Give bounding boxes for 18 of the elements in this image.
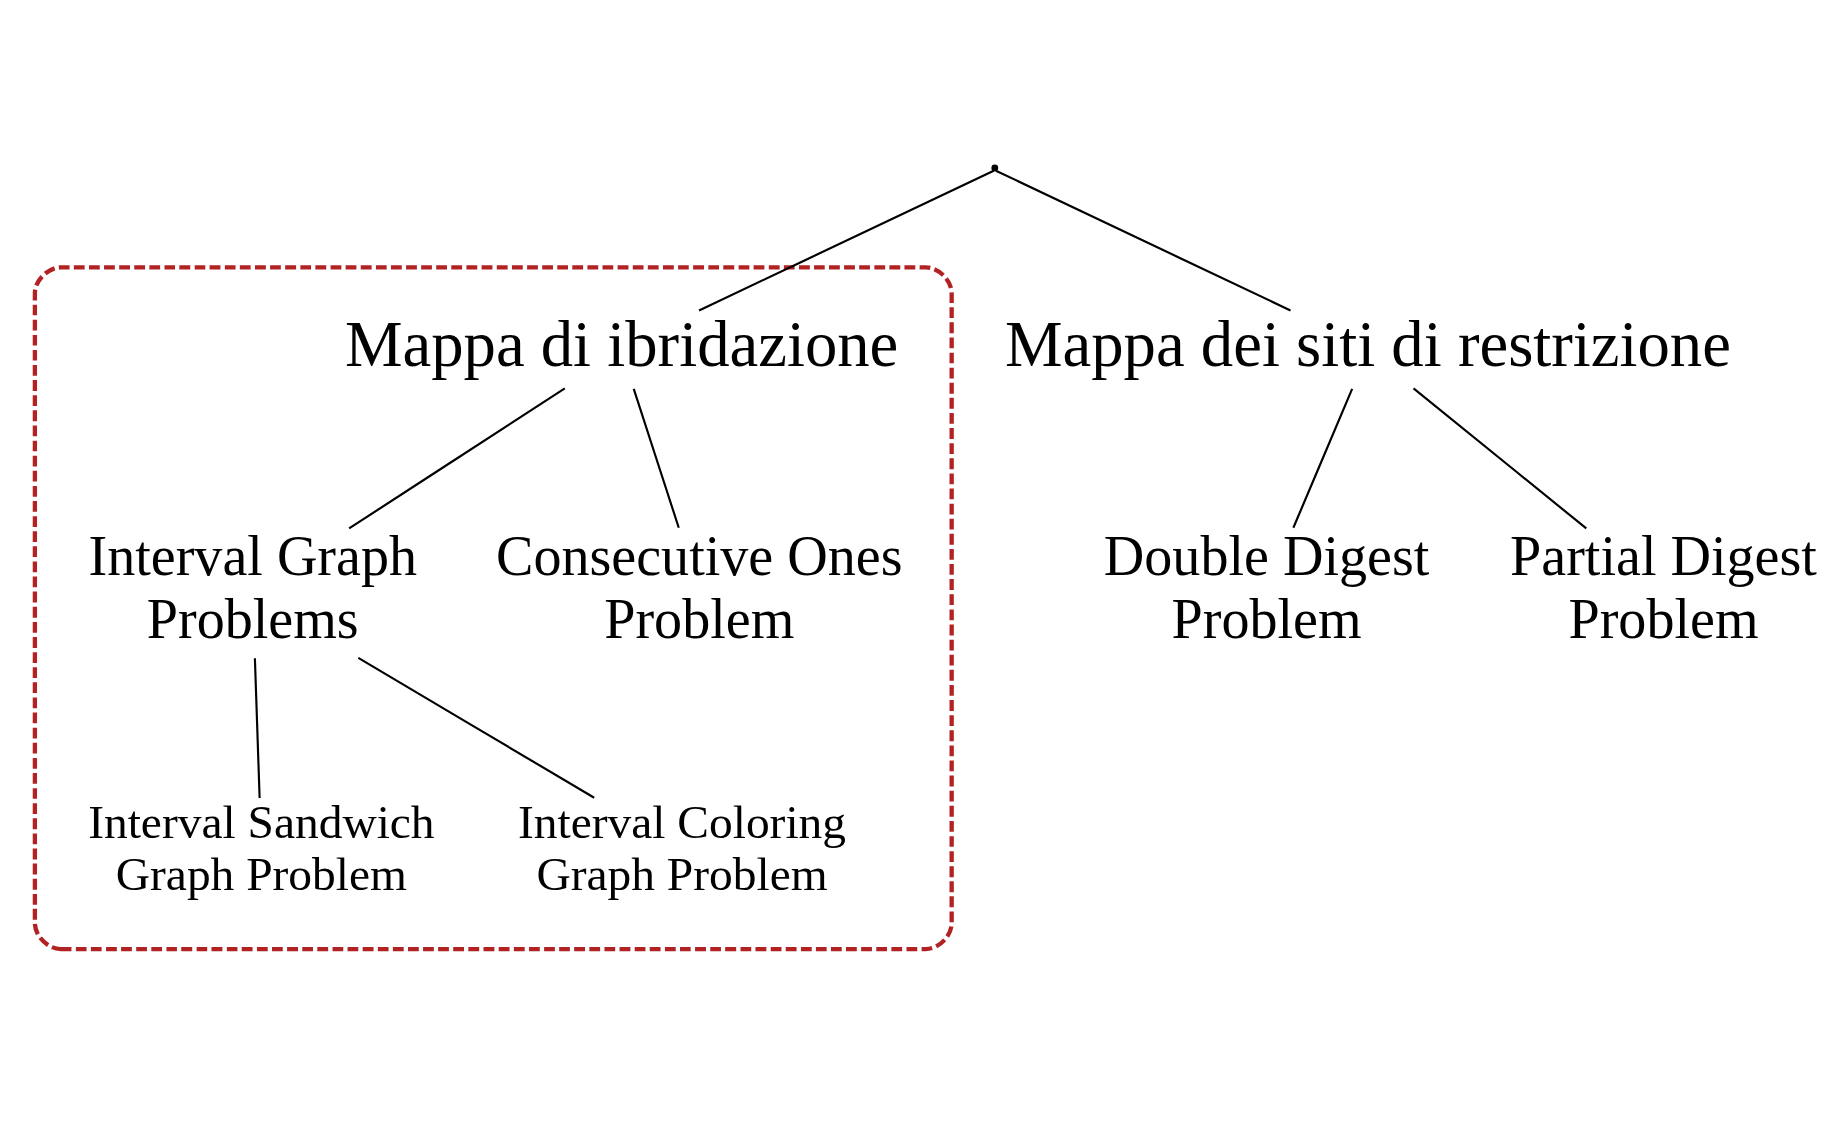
connector bbox=[357, 656, 595, 799]
connector bbox=[632, 388, 680, 528]
node-text: Double Digest Problem bbox=[1103, 524, 1429, 650]
node-text: Interval Sandwich Graph Problem bbox=[87, 795, 435, 900]
node-text: Interval Graph Problems bbox=[87, 524, 417, 650]
connector bbox=[698, 169, 994, 311]
node-text: Interval Coloring Graph Problem bbox=[517, 795, 846, 900]
connector bbox=[994, 169, 1291, 311]
node-text: Mappa dei siti di restrizione bbox=[1004, 307, 1731, 380]
node-text: Consecutive Ones Problem bbox=[495, 524, 903, 650]
node-text: Partial Digest Problem bbox=[1509, 524, 1817, 650]
node-point bbox=[990, 164, 998, 171]
cluster bbox=[32, 264, 954, 951]
connector bbox=[253, 657, 261, 798]
connector bbox=[1291, 388, 1353, 528]
connector bbox=[348, 387, 565, 529]
node-text: Mappa di ibridazione bbox=[344, 307, 898, 380]
connector bbox=[1412, 387, 1587, 529]
